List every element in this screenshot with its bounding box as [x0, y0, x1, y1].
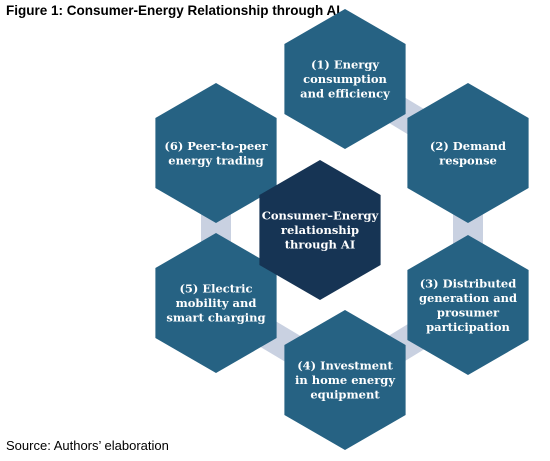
hex-distributed-generation-label-line: (3) Distributed [420, 276, 517, 290]
hex-electric-mobility-label-line: (5) Electric [179, 282, 252, 296]
hex-electric-mobility-label-line: mobility and [176, 296, 257, 310]
hex-distributed-generation-label-line: prosumer [437, 305, 500, 319]
hex-home-energy-investment-shape [284, 310, 406, 450]
hex-peer-to-peer-trading-shape [155, 83, 277, 223]
hex-energy-consumption-shape [284, 9, 406, 149]
hex-demand-response-label-line: (2) Demand [430, 139, 506, 153]
hex-energy-consumption-label-line: consumption [303, 72, 387, 86]
hex-distributed-generation-shape [407, 235, 529, 375]
source-note: Source: Authors’ elaboration [6, 438, 169, 453]
hex-peer-to-peer-trading-label-line: energy trading [168, 153, 263, 167]
hex-demand-response-shape [407, 83, 529, 223]
hex-energy-consumption-label-line: and efficiency [300, 87, 390, 101]
hex-home-energy-investment-label-line: in home energy [295, 373, 395, 387]
hex-distributed-generation-label-line: generation and [419, 291, 517, 305]
hex-center-label-line: through AI [285, 238, 355, 252]
hex-peer-to-peer-trading-label-line: (6) Peer-to-peer [164, 139, 268, 153]
hex-distributed-generation-label-line: participation [426, 320, 510, 334]
hex-center-label-line: Consumer–Energy [262, 209, 379, 223]
hex-electric-mobility-shape [155, 233, 277, 373]
hex-home-energy-investment-label-line: (4) Investment [297, 359, 393, 373]
hex-electric-mobility-label-line: smart charging [166, 311, 265, 325]
figure-title: Figure 1: Consumer-Energy Relationship t… [6, 3, 341, 18]
hex-home-energy-investment-label-line: equipment [310, 388, 380, 402]
hex-center-label-line: relationship [281, 223, 359, 237]
hex-center-shape [259, 160, 381, 300]
hex-energy-consumption-label-line: (1) Energy [311, 58, 379, 72]
hex-demand-response-label-line: response [439, 153, 497, 167]
